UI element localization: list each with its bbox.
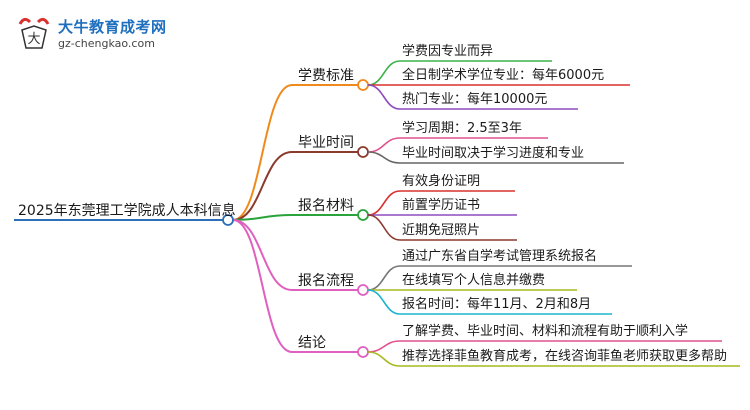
- bull-logo-icon: 大: [18, 17, 50, 49]
- leaf-label-1-1: 毕业时间取决于学习进度和专业: [402, 146, 585, 161]
- leaf-label-3-0: 通过广东省自学考试管理系统报名: [402, 249, 598, 264]
- branch-label-0: 学费标准: [298, 68, 354, 84]
- branch-label-3: 报名流程: [298, 273, 354, 289]
- leaf-label-0-2: 热门专业：每年10000元: [402, 92, 548, 107]
- branch-label-4: 结论: [298, 335, 326, 351]
- leaf-link-2-2: [367, 214, 401, 241]
- root-node: 2025年东莞理工学院成人本科信息: [18, 203, 236, 219]
- brand-url: gz-chengkao.com: [58, 37, 155, 50]
- leaf-link-3-0: [367, 265, 401, 291]
- branch-node-2: [357, 209, 369, 221]
- leaf-label-0-1: 全日制学术学位专业：每年6000元: [402, 68, 605, 83]
- leaf-link-0-2: [367, 84, 401, 110]
- branch-link-2: [232, 214, 293, 221]
- leaf-label-3-1: 在线填写个人信息并缴费: [402, 273, 546, 288]
- svg-text:大: 大: [27, 32, 40, 47]
- leaf-label-4-0: 了解学费、毕业时间、材料和流程有助于顺利入学: [402, 324, 689, 339]
- leaf-link-4-1: [367, 351, 401, 367]
- root-node-circle: [222, 214, 234, 226]
- leaf-label-2-0: 有效身份证明: [402, 174, 481, 189]
- branch-label-2: 报名材料: [298, 198, 354, 214]
- leaf-link-0-0: [367, 60, 401, 86]
- leaf-label-2-2: 近期免冠照片: [402, 223, 481, 238]
- branch-link-3: [232, 219, 293, 291]
- branch-link-0: [232, 84, 293, 221]
- leaf-link-1-1: [367, 151, 401, 164]
- leaf-label-4-1: 推荐选择菲鱼教育成考，在线咨询菲鱼老师获取更多帮助: [402, 349, 728, 364]
- branch-node-0: [357, 79, 369, 91]
- branch-node-4: [357, 346, 369, 358]
- leaf-link-2-0: [367, 190, 401, 216]
- branch-link-4: [232, 219, 293, 353]
- brand-logo: 大 大牛教育成考网 gz-chengkao.com: [14, 14, 167, 58]
- leaf-label-3-2: 报名时间：每年11月、2月和8月: [402, 297, 592, 312]
- branch-label-1: 毕业时间: [298, 135, 354, 151]
- leaf-link-4-0: [367, 340, 401, 353]
- leaf-label-2-1: 前置学历证书: [402, 198, 481, 213]
- brand-title: 大牛教育成考网: [58, 18, 167, 36]
- leaf-link-1-0: [367, 137, 401, 153]
- leaf-label-1-0: 学习周期：2.5至3年: [402, 121, 522, 136]
- branch-node-1: [357, 146, 369, 158]
- branch-node-3: [357, 284, 369, 296]
- leaf-link-3-2: [367, 289, 401, 315]
- leaf-label-0-0: 学费因专业而异: [402, 44, 494, 59]
- branch-link-1: [232, 151, 293, 221]
